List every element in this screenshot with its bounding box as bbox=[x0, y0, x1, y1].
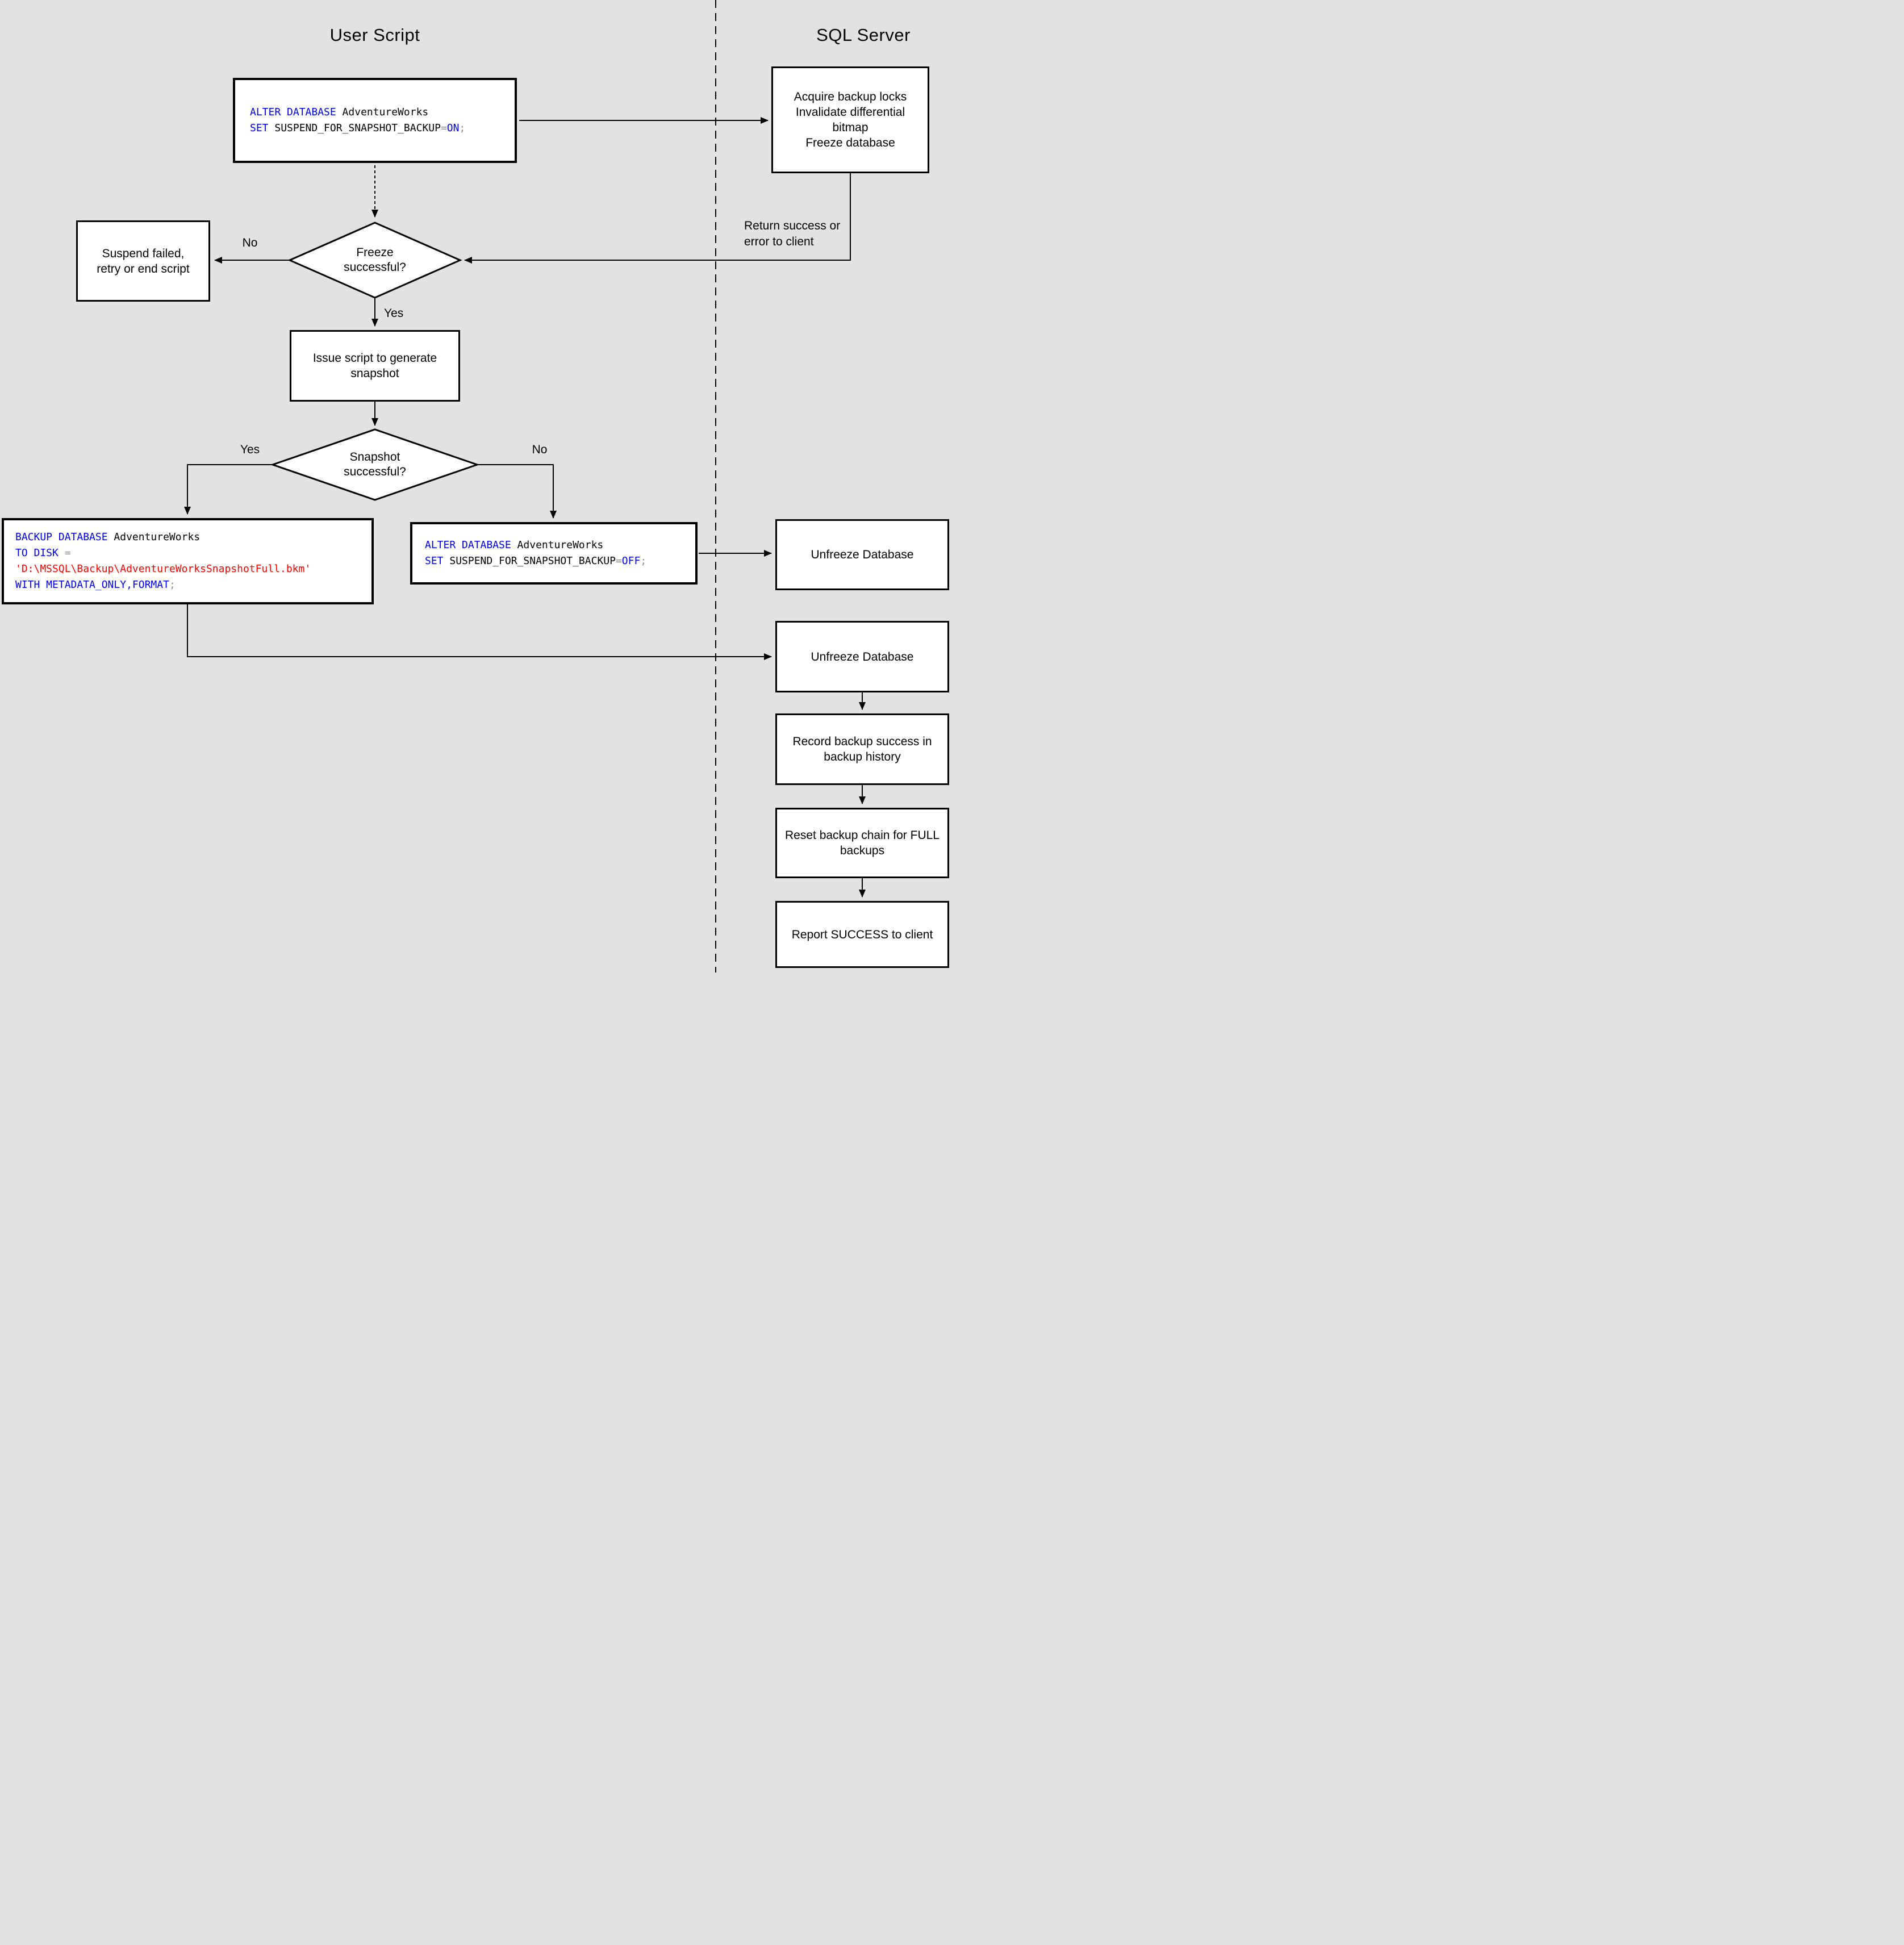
sql-keyword: SET bbox=[425, 555, 444, 567]
sql-string-literal: 'D:\MSSQL\Backup\AdventureWorksSnapshotF… bbox=[15, 563, 311, 575]
sql-operator: = bbox=[58, 547, 71, 559]
code-line: WITH METADATA_ONLY,FORMAT; bbox=[15, 577, 176, 593]
acquire-backup-locks-node: Acquire backup locks Invalidate differen… bbox=[771, 66, 929, 173]
sql-keyword: WITH METADATA_ONLY,FORMAT bbox=[15, 579, 169, 591]
sql-identifier: SUSPEND_FOR_SNAPSHOT_BACKUP bbox=[443, 555, 616, 567]
record-backup-success-node: Record backup success in backup history bbox=[775, 713, 949, 785]
reset-backup-chain-node: Reset backup chain for FULL backups bbox=[775, 808, 949, 878]
connector-layer bbox=[184, 0, 866, 972]
sql-punctuation: ; bbox=[169, 579, 176, 591]
alter-suspend-off-node: ALTER DATABASE AdventureWorks SET SUSPEN… bbox=[410, 522, 698, 585]
edge-snapshot-yes-to-backup bbox=[184, 464, 273, 515]
sql-operator: = bbox=[615, 555, 622, 567]
unfreeze-database-node-1: Unfreeze Database bbox=[775, 519, 949, 590]
user-script-column-title: User Script bbox=[329, 25, 420, 45]
sql-identifier: AdventureWorks bbox=[107, 531, 201, 543]
sql-identifier: AdventureWorks bbox=[511, 539, 604, 551]
code-line: 'D:\MSSQL\Backup\AdventureWorksSnapshotF… bbox=[15, 561, 311, 577]
code-line: SET SUSPEND_FOR_SNAPSHOT_BACKUP=ON; bbox=[250, 120, 465, 136]
snapshot-no-label: No bbox=[532, 443, 548, 456]
backup-database-node: BACKUP DATABASE AdventureWorks TO DISK =… bbox=[2, 518, 374, 604]
return-success-or-error-note: Return success or error to client bbox=[744, 219, 841, 248]
issue-script-node: Issue script to generate snapshot bbox=[290, 330, 460, 402]
code-line: BACKUP DATABASE AdventureWorks bbox=[15, 529, 200, 545]
edge-snapshot-no-to-alter-off bbox=[477, 464, 557, 519]
sql-keyword: ALTER DATABASE bbox=[425, 539, 511, 551]
sql-operator: = bbox=[440, 122, 447, 134]
snapshot-backup-flowchart: User Script SQL Server ALTER DATABASE Ad… bbox=[0, 0, 952, 972]
sql-server-column-title: SQL Server bbox=[816, 25, 911, 45]
freeze-successful-decision-shape bbox=[287, 222, 462, 299]
sql-keyword: TO DISK bbox=[15, 547, 59, 559]
sql-punctuation: ; bbox=[640, 555, 647, 567]
sql-keyword: BACKUP DATABASE bbox=[15, 531, 108, 543]
snapshot-successful-decision-shape bbox=[270, 428, 480, 501]
code-line: ALTER DATABASE AdventureWorks bbox=[425, 537, 603, 553]
sql-keyword: SET bbox=[250, 122, 269, 134]
unfreeze-database-node-2: Unfreeze Database bbox=[775, 621, 949, 692]
sql-punctuation: ; bbox=[459, 122, 466, 134]
freeze-yes-label: Yes bbox=[384, 307, 404, 320]
sql-keyword: ON bbox=[446, 122, 460, 134]
sql-keyword: ALTER DATABASE bbox=[250, 106, 336, 118]
snapshot-successful-decision-label: Snapshot successful? bbox=[344, 450, 406, 478]
snapshot-yes-label: Yes bbox=[240, 443, 260, 456]
sql-identifier: AdventureWorks bbox=[336, 106, 429, 118]
edge-acquire-to-freeze-decision bbox=[464, 173, 851, 264]
edge-backup-to-unfreeze-2 bbox=[187, 604, 772, 660]
sql-identifier: SUSPEND_FOR_SNAPSHOT_BACKUP bbox=[268, 122, 441, 134]
freeze-successful-decision-label: Freeze successful? bbox=[344, 246, 406, 274]
alter-suspend-on-node: ALTER DATABASE AdventureWorks SET SUSPEN… bbox=[233, 78, 517, 163]
freeze-no-label: No bbox=[242, 236, 258, 249]
suspend-failed-node: Suspend failed, retry or end script bbox=[76, 220, 210, 302]
report-success-node: Report SUCCESS to client bbox=[775, 901, 949, 968]
code-line: TO DISK = bbox=[15, 545, 71, 561]
code-line: SET SUSPEND_FOR_SNAPSHOT_BACKUP=OFF; bbox=[425, 553, 646, 569]
sql-keyword: OFF bbox=[621, 555, 641, 567]
code-line: ALTER DATABASE AdventureWorks bbox=[250, 105, 428, 120]
